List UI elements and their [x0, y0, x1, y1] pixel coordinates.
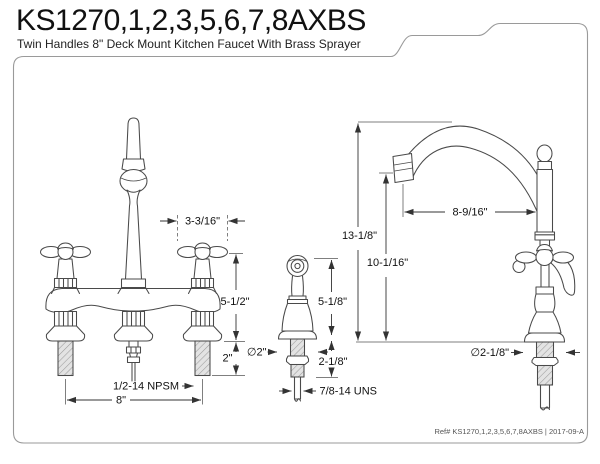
front-center-hose: [125, 340, 142, 382]
side-view-drawing: [356, 125, 576, 411]
reference-number: Ref# KS1270,1,2,3,5,6,7,8AXBS | 2017-09-…: [434, 427, 584, 436]
dim-shank-thread: 1/2-14 NPSM: [113, 381, 179, 393]
model-number: KS1270,1,2,3,5,6,7,8AXBS: [16, 4, 366, 37]
sheet-border: [12, 22, 589, 444]
dim-sprayer-hose-thread: 7/8-14 UNS: [320, 386, 377, 398]
sprayer-drawing: [277, 254, 318, 402]
front-base-posts: [45, 310, 223, 342]
dim-spout-height: 5-1/2": [221, 296, 250, 308]
product-description: Twin Handles 8" Deck Mount Kitchen Fauce…: [17, 37, 361, 51]
dim-sprayer-height: 5-1/8": [318, 296, 347, 308]
dim-side-flange-diameter: ∅2-1/8": [470, 347, 509, 359]
dim-deck-clearance: 2": [222, 353, 232, 365]
dim-sprayer-shank-length: 2-1/8": [319, 356, 348, 368]
dim-handle-width: 3-3/16": [185, 216, 220, 228]
front-left-handle: [39, 242, 92, 295]
dim-sprayer-flange-diameter: ∅2": [247, 347, 267, 359]
dim-faucet-centers: 8": [116, 395, 126, 407]
dim-spout-reach: 8-9/16": [452, 207, 487, 219]
front-view-drawing: [39, 117, 229, 382]
side-view-dimensions: 13-1/8" 10-1/16" 8-9/16" ∅2-1/8": [342, 121, 580, 359]
dim-spout-clearance: 10-1/16": [367, 257, 408, 269]
front-view-dimensions: 3-3/16" 5-1/2" 2" 1/2-14 NPSM 8": [65, 215, 250, 407]
dim-overall-height: 13-1/8": [342, 230, 377, 242]
sprayer-dimensions: 5-1/8" ∅2" 2-1/8" 7/8-14 UNS: [247, 258, 377, 398]
front-right-handle: [176, 242, 229, 295]
